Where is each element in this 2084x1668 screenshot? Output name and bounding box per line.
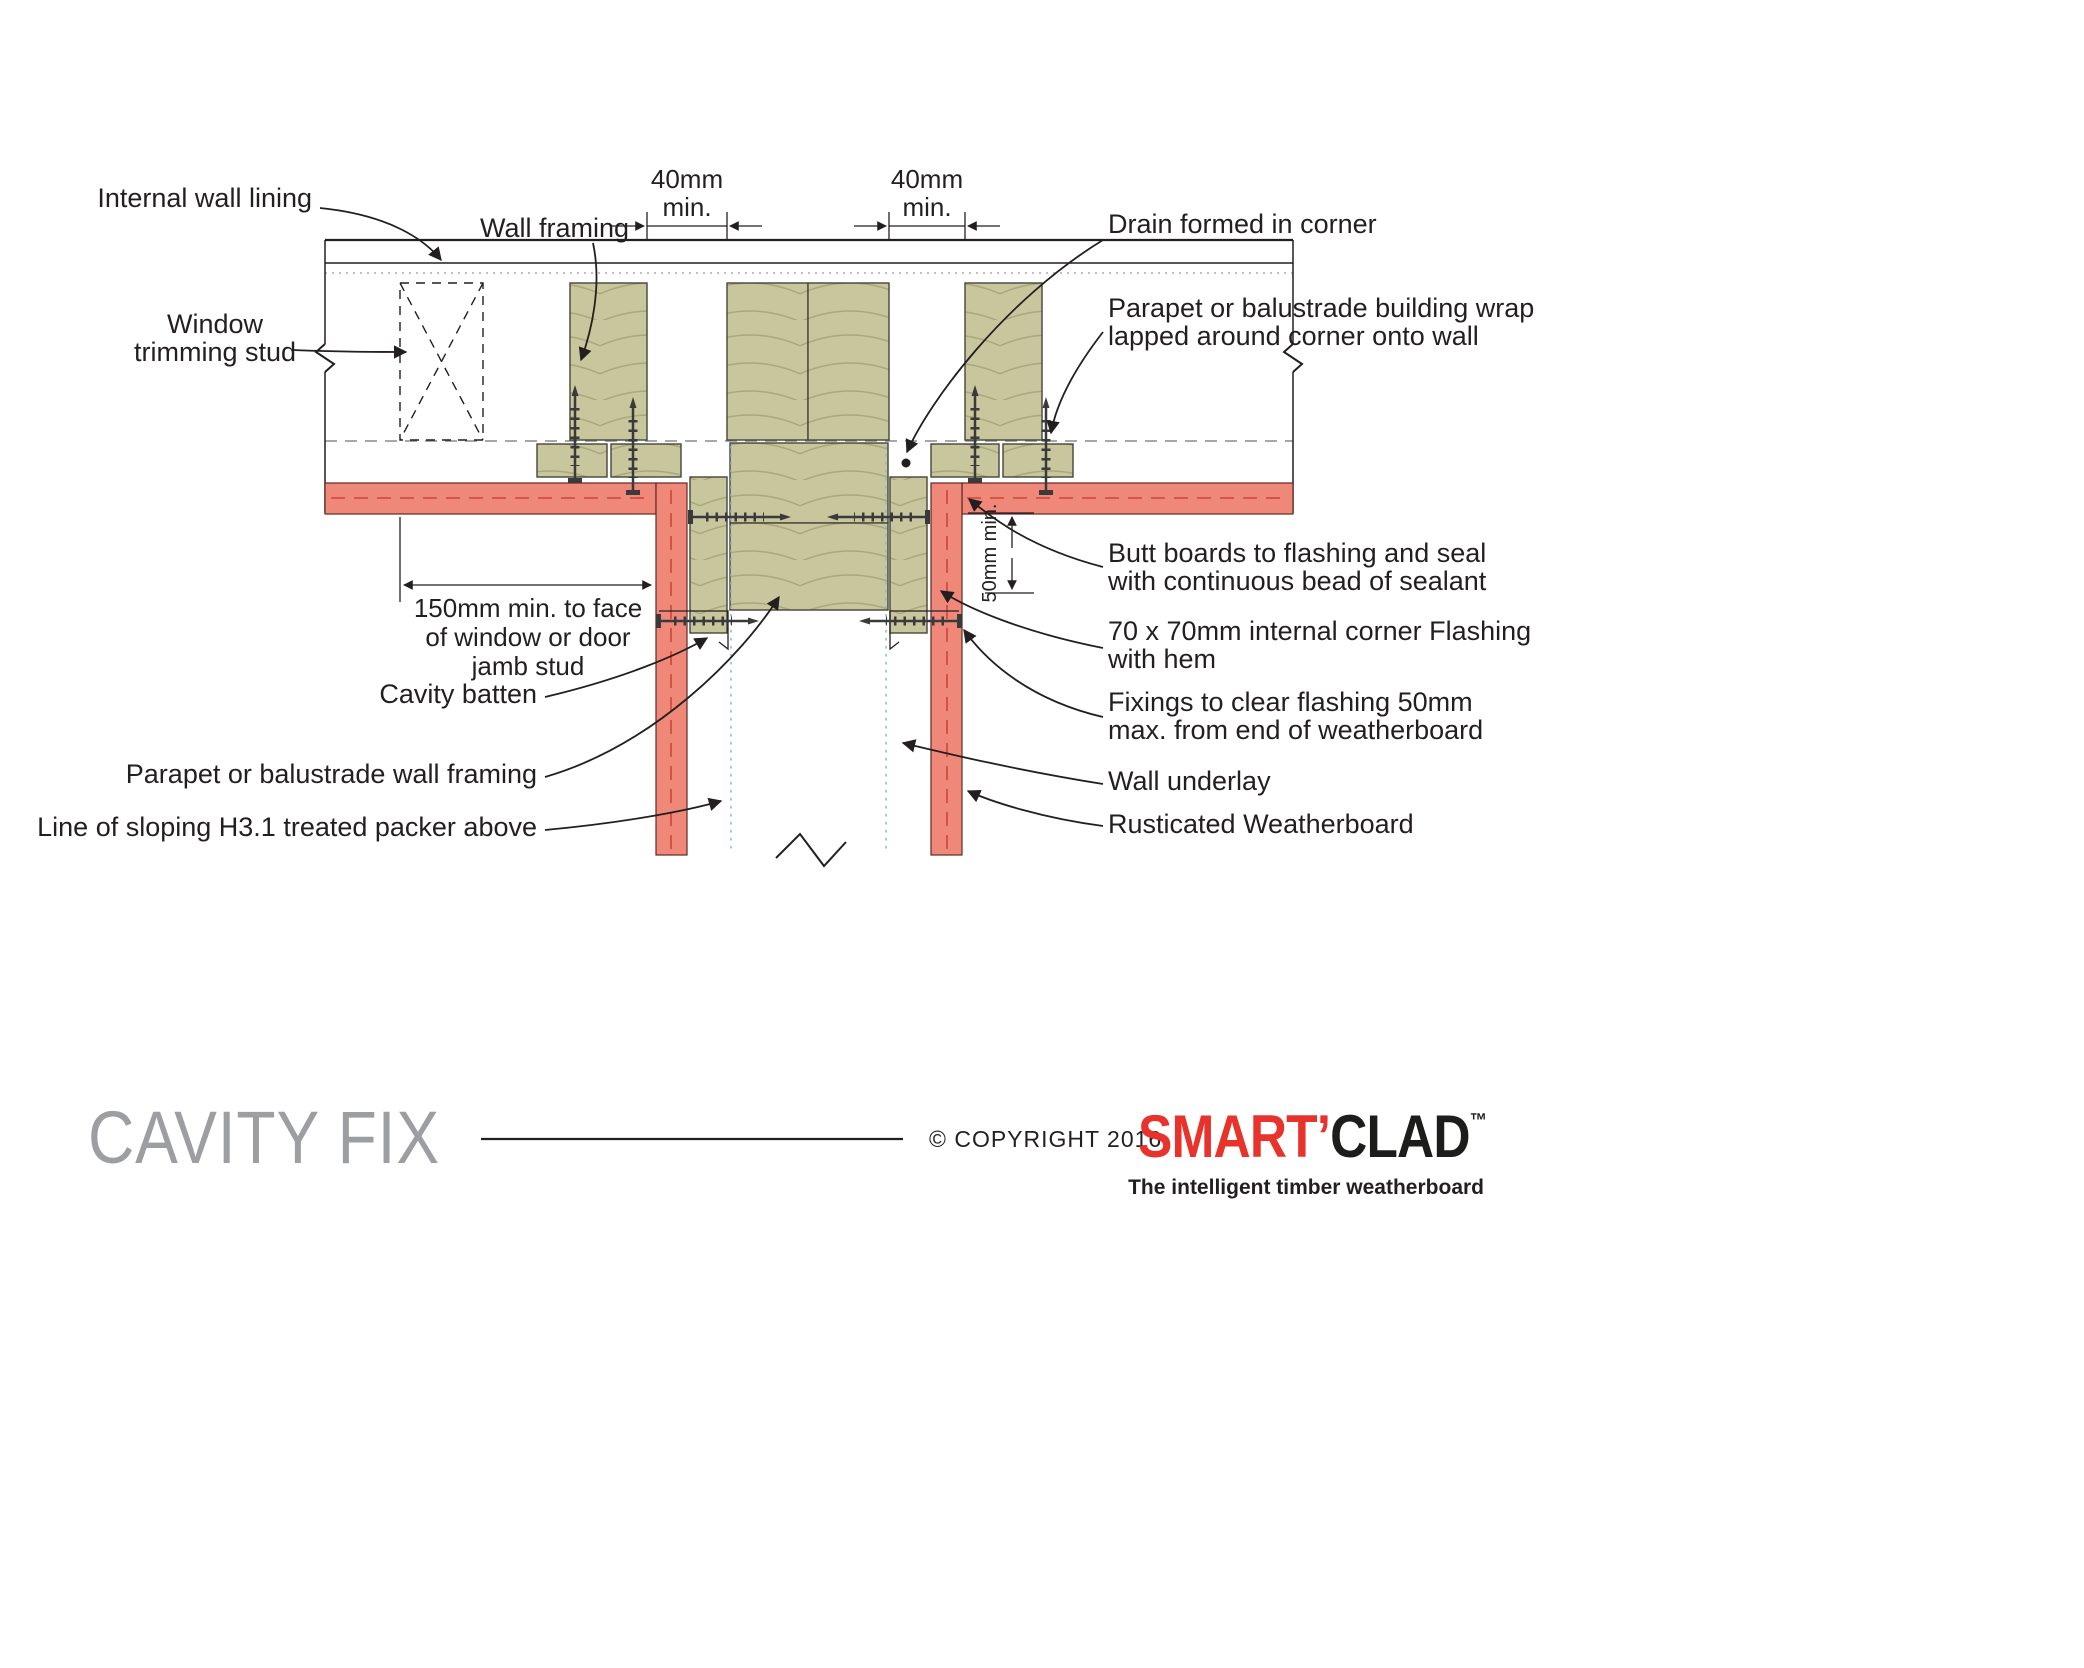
break-symbol-bottom [775,832,847,868]
sloping-packer-lines [730,446,887,852]
dim-150mm-line3: jamb stud [471,651,585,681]
label-window-trimming-stud-1: Window [167,309,264,339]
logo-clad: CLAD [1330,1103,1470,1170]
leader-wall-underlay [901,739,1104,785]
label-fixings-1: Fixings to clear flashing 50mm [1108,687,1473,717]
label-corner-flashing-2: with hem [1107,644,1216,674]
horizontal-cavity-battens [536,443,1074,478]
leader-cavity-batten [544,637,709,698]
wall-stud [726,282,809,441]
dim-50mm-label: 50mm min. [979,504,1001,603]
internal-corner-flashing [659,610,959,651]
dimension-40mm-left: 40mm min. [612,164,762,240]
logo-trademark: ™ [1470,1110,1486,1132]
label-butt-boards-2: with continuous bead of sealant [1107,566,1487,596]
drain-point-marker [901,458,911,468]
copyright-text: © COPYRIGHT 2016 [929,1126,1162,1152]
wall-stud [807,282,890,441]
leader-sloping-packer [544,797,723,831]
corner-framing-block [729,522,889,611]
parapet-corner-framing [729,442,889,611]
dimension-40mm-right: 40mm min. [854,164,1000,240]
leader-fixings [963,628,1104,718]
wall-stud [964,282,1043,441]
leader-butt-boards [967,498,1104,568]
break-symbol-left [314,343,336,373]
dimension-50mm: 50mm min. [968,504,1034,603]
label-building-wrap-1: Parapet or balustrade building wrap [1108,293,1534,323]
dim-150mm-line2: of window or door [425,622,631,652]
leader-wall-framing [578,242,598,362]
dimension-150mm: 150mm min. to face of window or door jam… [399,517,652,681]
label-wall-underlay: Wall underlay [1108,766,1271,796]
leader-building-wrap [1046,331,1104,435]
label-building-wrap-2: lapped around corner onto wall [1108,321,1479,351]
wall-left-edge [314,240,336,513]
logo-flame-icon: ’ [1317,1103,1330,1170]
label-fixings-2: max. from end of weatherboard [1108,715,1483,745]
leader-rusticated-weatherboard [966,789,1104,827]
label-parapet-framing: Parapet or balustrade wall framing [126,759,537,789]
brand-logo: SMART’CLAD™ [1138,1103,1486,1170]
brand-tagline: The intelligent timber weatherboard [1128,1176,1484,1199]
vertical-cavity-battens [689,476,928,634]
top-wall-assembly [314,238,1304,634]
logo-smart: SMART [1138,1103,1317,1170]
dim-150mm-line1: 150mm min. to face [414,593,642,623]
label-rusticated-weatherboard: Rusticated Weatherboard [1108,809,1414,839]
weatherboards [324,482,1294,856]
page-title: CAVITY FIX [88,1096,440,1179]
cavity-batten-block [689,476,728,634]
dim-40mm-right-min: min. [902,192,951,222]
label-wall-framing: Wall framing [480,213,629,243]
cavity-batten-block [930,443,1000,478]
footer: CAVITY FIX © COPYRIGHT 2016 SMART’CLAD™ … [88,1096,1487,1199]
leader-parapet-framing [544,595,780,778]
annotation-labels: Internal wall lining Window trimming stu… [37,183,1534,842]
leader-lines [291,207,1104,831]
label-window-trimming-stud-2: trimming stud [134,337,296,367]
dim-40mm-left-min: min. [662,192,711,222]
label-internal-wall-lining: Internal wall lining [97,183,312,213]
label-drain: Drain formed in corner [1108,209,1377,239]
leader-corner-flashing [939,590,1104,649]
label-butt-boards-1: Butt boards to flashing and seal [1108,538,1486,568]
cavity-batten-block [1002,443,1074,478]
dim-40mm-right-value: 40mm [891,164,963,194]
leader-internal-wall-lining [319,207,442,262]
break-symbol-right [1282,343,1304,373]
window-trimming-stud-box [399,282,484,441]
weatherboard-horizontal-left [324,482,657,515]
cavity-batten-block [536,443,608,478]
corner-framing-block [729,442,889,524]
dim-40mm-left-value: 40mm [651,164,723,194]
leader-window-trimming-stud [291,345,408,359]
wall-stud [569,282,648,441]
cavity-batten-block [610,443,682,478]
label-sloping-packer: Line of sloping H3.1 treated packer abov… [37,812,537,842]
wall-framing-studs [569,282,1043,441]
label-corner-flashing-1: 70 x 70mm internal corner Flashing [1108,616,1531,646]
cavity-batten-block [889,476,928,634]
label-cavity-batten: Cavity batten [379,679,537,709]
leader-drain [905,239,1104,454]
wall-right-edge [1282,240,1304,513]
